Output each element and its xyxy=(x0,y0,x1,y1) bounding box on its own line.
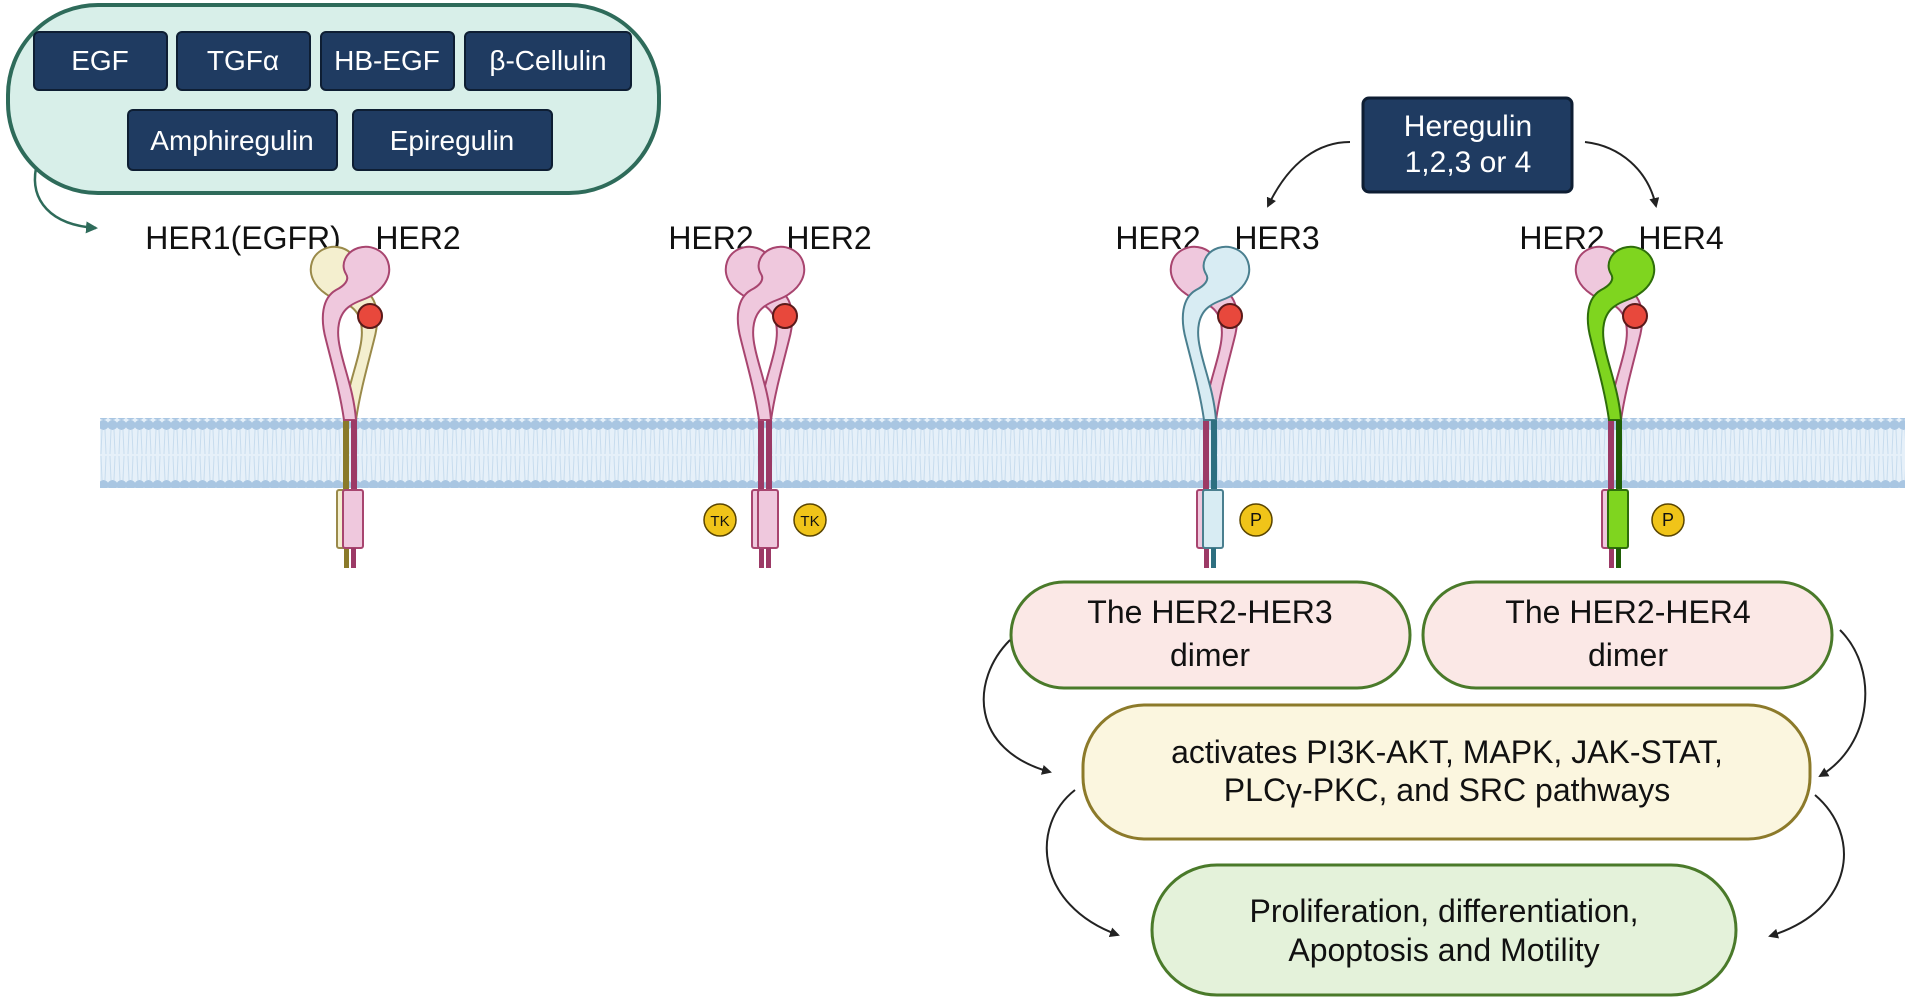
receptor-label: HER3 xyxy=(1234,220,1319,256)
cell-membrane xyxy=(100,418,1905,488)
her2-her4-dimer-box: The HER2-HER4 dimer xyxy=(1421,580,1834,690)
her4-receptor xyxy=(1586,245,1656,568)
pathways-line2: PLCγ-PKC, and SRC pathways xyxy=(1224,772,1670,808)
ligand-label: β-Cellulin xyxy=(489,45,606,76)
receptor-label: HER2 xyxy=(375,220,460,256)
ligand-box-amphiregulin: Amphiregulin xyxy=(127,109,338,171)
receptor-label: HER2 xyxy=(786,220,871,256)
tk-badge: TK xyxy=(793,503,827,537)
heregulin-arrow-her4 xyxy=(1584,141,1660,208)
heregulin-line2: 1,2,3 or 4 xyxy=(1405,146,1532,179)
receptor-dimers: TK TK P P xyxy=(309,245,1685,568)
ligand-group: EGF TGFα HB-EGF β-Cellulin Amphiregulin … xyxy=(6,3,661,195)
phospho-badge: P xyxy=(1239,503,1273,537)
svg-text:TK: TK xyxy=(710,513,729,530)
heregulin-arrow-her3 xyxy=(1266,141,1351,208)
svg-text:P: P xyxy=(1250,510,1262,530)
ligand-binding-site-dot xyxy=(772,303,798,329)
pathways-box: activates PI3K-AKT, MAPK, JAK-STAT, PLCγ… xyxy=(1081,703,1812,841)
flow-arrow-her4-to-pathways xyxy=(1818,629,1867,778)
tk-badge: TK xyxy=(703,503,737,537)
heregulin-box: Heregulin 1,2,3 or 4 xyxy=(1361,96,1574,194)
her2-receptor xyxy=(736,245,806,568)
her2-her3-dimer-box: The HER2-HER3 dimer xyxy=(1009,580,1412,690)
ligand-binding-site-dot xyxy=(1622,303,1648,329)
svg-text:TK: TK xyxy=(800,513,819,530)
outcome-line1: Proliferation, differentiation, xyxy=(1250,893,1639,929)
her2-her3-line1: The HER2-HER3 xyxy=(1087,594,1332,630)
her2-her4-line2: dimer xyxy=(1588,637,1668,673)
ligand-label: EGF xyxy=(71,45,129,76)
flow-arrow-pathways-to-outcome-left xyxy=(1045,789,1120,937)
ligand-binding-arrow xyxy=(33,167,98,234)
outcome-line2: Apoptosis and Motility xyxy=(1288,932,1599,968)
receptor-label: HER4 xyxy=(1638,220,1723,256)
phospho-badge: P xyxy=(1651,503,1685,537)
heregulin-line1: Heregulin xyxy=(1404,110,1532,143)
her2-her3-line2: dimer xyxy=(1170,637,1250,673)
ligand-box-epiregulin: Epiregulin xyxy=(352,109,553,171)
ligand-box-beta-cellulin: β-Cellulin xyxy=(464,31,632,91)
ligand-box-egf: EGF xyxy=(33,31,168,91)
ligand-box-tgfa: TGFα xyxy=(176,31,311,91)
receptor-label: HER1(EGFR) xyxy=(145,220,341,256)
her3-receptor xyxy=(1181,245,1251,568)
pathways-line1: activates PI3K-AKT, MAPK, JAK-STAT, xyxy=(1171,734,1723,770)
svg-text:P: P xyxy=(1662,510,1674,530)
flow-arrow-her3-to-pathways xyxy=(982,639,1052,775)
receptor-labels: HER1(EGFR) HER2 HER2 HER2 HER2 HER3 HER2… xyxy=(145,220,1723,256)
ligand-box-hb-egf: HB-EGF xyxy=(320,31,455,91)
her2-receptor xyxy=(321,245,391,568)
flow-arrow-pathways-to-outcome-right xyxy=(1768,794,1845,939)
ligand-binding-site-dot xyxy=(357,303,383,329)
ligand-label: TGFα xyxy=(207,45,279,76)
ligand-label: Epiregulin xyxy=(390,125,515,156)
ligand-label: Amphiregulin xyxy=(150,125,313,156)
ligand-label: HB-EGF xyxy=(334,45,440,76)
outcome-box: Proliferation, differentiation, Apoptosi… xyxy=(1150,863,1738,997)
ligand-binding-site-dot xyxy=(1217,303,1243,329)
her2-her4-line1: The HER2-HER4 xyxy=(1505,594,1750,630)
